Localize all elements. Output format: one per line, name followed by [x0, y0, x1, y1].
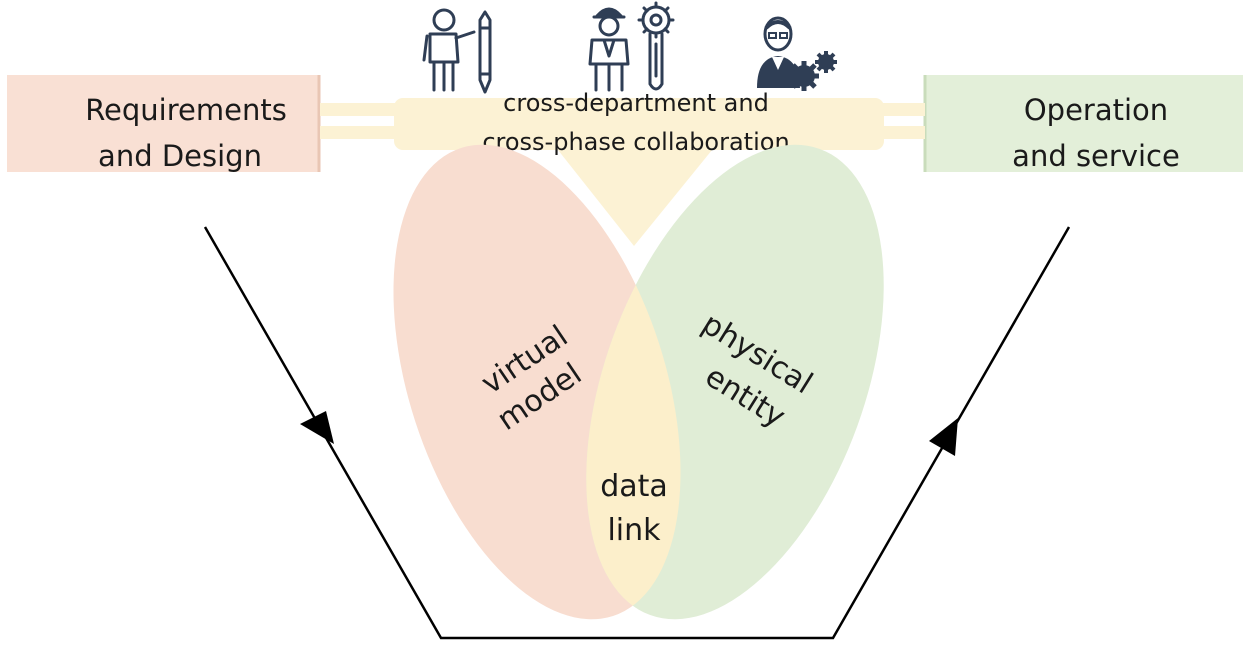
data-link-line-1: data	[600, 469, 668, 504]
pipe-body	[394, 98, 884, 150]
v-lifecycle-path	[203, 226, 1071, 640]
engineer-with-wrench-icon	[588, 1, 675, 92]
collaboration-line-2: cross-phase collaboration	[482, 128, 789, 156]
pipe-right-lower	[880, 126, 925, 139]
designer-with-pencil-icon	[422, 8, 492, 94]
operation-box-fill	[925, 75, 1243, 172]
requirements-line-2: and Design	[98, 139, 262, 173]
requirements-line-1: Requirements	[85, 93, 287, 127]
operation-line-1: Operation	[1024, 93, 1168, 127]
collaboration-line-1: cross-department and	[503, 89, 769, 117]
operation-line-2: and service	[1012, 139, 1180, 173]
pipe-left-upper	[320, 103, 398, 116]
leaf-group: virtual model physical entity data link	[393, 144, 884, 620]
manager-with-gears-icon	[757, 16, 837, 91]
pipe-right-upper	[880, 103, 925, 116]
collaboration-pipe: cross-department and cross-phase collabo…	[320, 89, 925, 246]
data-link-line-2: link	[607, 513, 661, 548]
up-arrow-head	[929, 418, 958, 456]
requirements-design-box: Requirements and Design	[7, 75, 321, 173]
funnel-triangle	[558, 150, 712, 246]
down-arrow-head	[300, 411, 334, 444]
operation-service-box: Operation and service	[923, 75, 1243, 173]
requirements-box-fill	[7, 75, 319, 172]
pipe-left-lower	[320, 126, 398, 139]
